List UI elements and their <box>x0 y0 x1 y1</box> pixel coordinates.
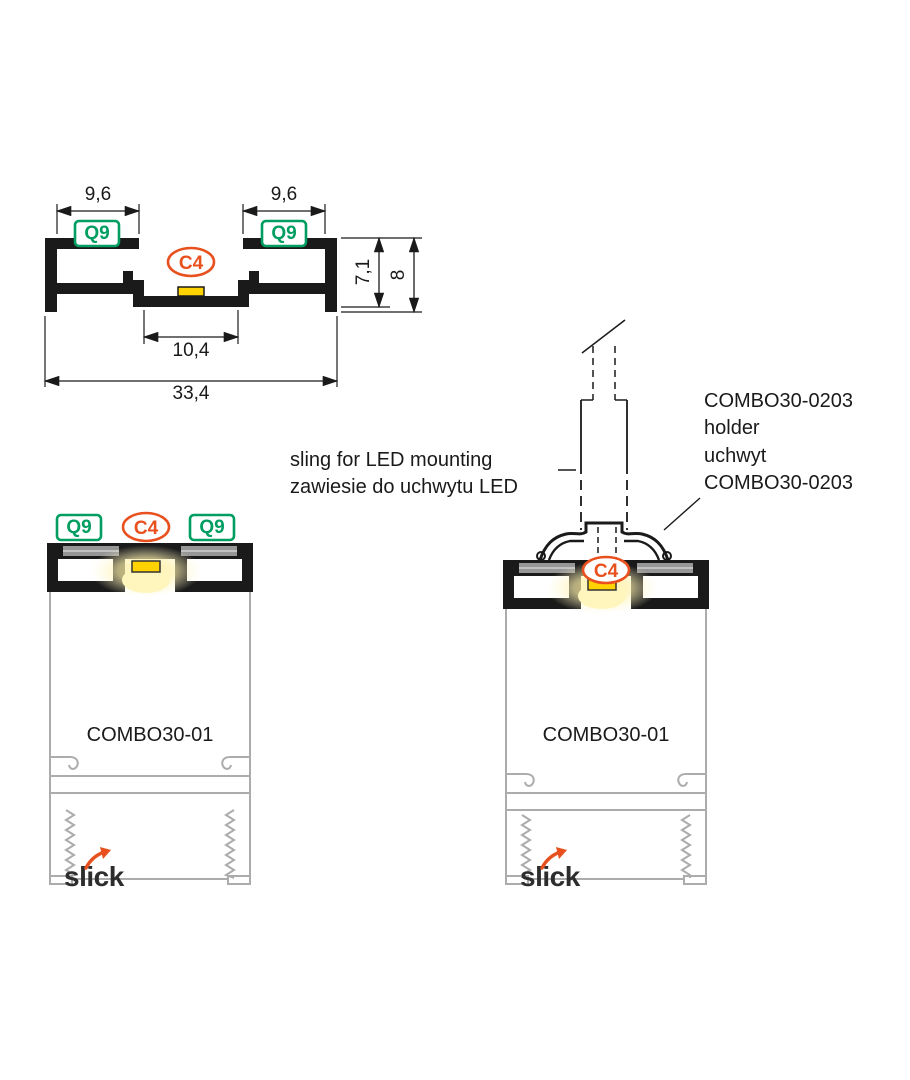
foot-right <box>683 875 707 885</box>
dim-inner-height-value: 7,1 <box>353 259 374 285</box>
q9-badge-label: Q9 <box>84 223 109 244</box>
q9-badge-right: Q9 <box>188 513 236 542</box>
lower-bar-left <box>503 598 569 609</box>
slick-logo: slick <box>520 847 581 892</box>
q9-badge-box <box>188 513 236 542</box>
led-strip <box>131 560 161 573</box>
profile-name-label: COMBO30-01 <box>543 724 670 746</box>
dim-channel-width-value: 10,4 <box>173 340 210 361</box>
mounting-curl-left <box>50 756 79 770</box>
dim-total-width-value: 33,4 <box>173 383 210 404</box>
dim-total-height-value: 8 <box>388 270 409 281</box>
c4-badge-label: C4 <box>594 561 619 582</box>
sling-annotation: sling for LED mounting zawiesie do uchwy… <box>290 449 576 498</box>
dimension-inner-height: 7,1 <box>341 236 422 309</box>
q9-badge-box <box>55 513 103 542</box>
q9-badge-left: Q9 <box>55 513 103 542</box>
ceiling-mark <box>581 319 626 354</box>
q9-badge-label: Q9 <box>66 517 91 538</box>
profile-body-outline <box>505 609 707 885</box>
mounting-curl-right <box>677 773 706 787</box>
cross-section-view: 9,6 9,6 7,1 8 10,4 <box>43 184 422 404</box>
c4-badge: C4 <box>581 555 631 585</box>
foot-left <box>505 875 529 885</box>
dim-slot-right-value: 9,6 <box>271 184 297 205</box>
holder-note-word-en: holder <box>704 417 760 439</box>
foot-left <box>49 875 73 885</box>
dimension-slot-right: 9,6 <box>241 184 327 234</box>
serration-rib <box>520 814 532 878</box>
holder-note-code-pl: COMBO30-0203 <box>704 472 853 494</box>
serration-rib <box>64 809 77 879</box>
profile-head <box>47 543 253 597</box>
q9-badge-label: Q9 <box>271 223 296 244</box>
dimension-slot-left: 9,6 <box>55 184 141 234</box>
led-channel <box>133 280 249 307</box>
profile-head: C4 <box>503 555 709 614</box>
mounting-curl-left <box>506 773 535 787</box>
foot-right <box>227 875 251 885</box>
sling-note-en: sling for LED mounting <box>290 449 492 471</box>
dimension-channel-width: 10,4 <box>142 310 240 361</box>
side-wall-left <box>47 543 58 592</box>
brand-wordmark: slick <box>520 861 581 892</box>
q9-badge-box <box>73 219 121 248</box>
brand-wordmark: slick <box>64 861 125 892</box>
holder-leader-line <box>663 497 701 531</box>
lower-bar-left <box>47 581 113 592</box>
q9-badge-left: Q9 <box>73 219 121 248</box>
q9-badge-label: Q9 <box>199 517 224 538</box>
led-strip <box>177 286 205 297</box>
c4-badge-ellipse <box>166 246 216 278</box>
profile-right-section <box>243 238 337 312</box>
c4-badge-ellipse <box>121 511 171 543</box>
led-glow-core <box>122 567 170 593</box>
holder-note-code-en: COMBO30-0203 <box>704 390 853 412</box>
holder-outer-spring <box>538 521 670 561</box>
c4-badge-label: C4 <box>179 253 204 274</box>
brand-arrowhead-icon <box>100 847 111 859</box>
brand-arrowhead-icon <box>556 847 567 859</box>
assembly-right-view: C4 COMBO30-01 slick <box>503 521 709 892</box>
dimension-total-width: 33,4 <box>43 316 339 404</box>
profile-name-label: COMBO30-01 <box>87 724 214 746</box>
c4-badge: C4 <box>121 511 171 543</box>
sling-note-pl: zawiesie do uchwytu LED <box>290 476 518 498</box>
c4-badge-label: C4 <box>134 518 159 539</box>
side-wall-left <box>503 560 514 609</box>
lower-bar-right <box>187 581 253 592</box>
holder-note-word-pl: uchwyt <box>704 445 767 467</box>
q9-badge-right: Q9 <box>260 219 308 248</box>
c4-badge-ellipse <box>581 555 631 585</box>
q9-badge-box <box>260 219 308 248</box>
slick-logo: slick <box>64 847 125 892</box>
dimension-total-height: 8 <box>341 236 422 314</box>
dim-slot-left-value: 9,6 <box>85 184 111 205</box>
serration-rib <box>223 809 236 879</box>
c4-badge: C4 <box>166 246 216 278</box>
holder-inner-spring <box>547 539 661 561</box>
side-wall-right <box>242 543 253 592</box>
side-wall-right <box>698 560 709 609</box>
sling-diagram <box>580 319 628 530</box>
profile-body-outline <box>49 592 251 885</box>
serration-rib <box>680 814 692 878</box>
profile-left-section <box>45 238 139 312</box>
mounting-curl-right <box>221 756 250 770</box>
lower-bar-right <box>643 598 709 609</box>
holder-annotation: COMBO30-0203 holder uchwyt COMBO30-0203 <box>663 390 853 531</box>
assembly-left-view: Q9 C4 Q9 <box>47 511 253 892</box>
